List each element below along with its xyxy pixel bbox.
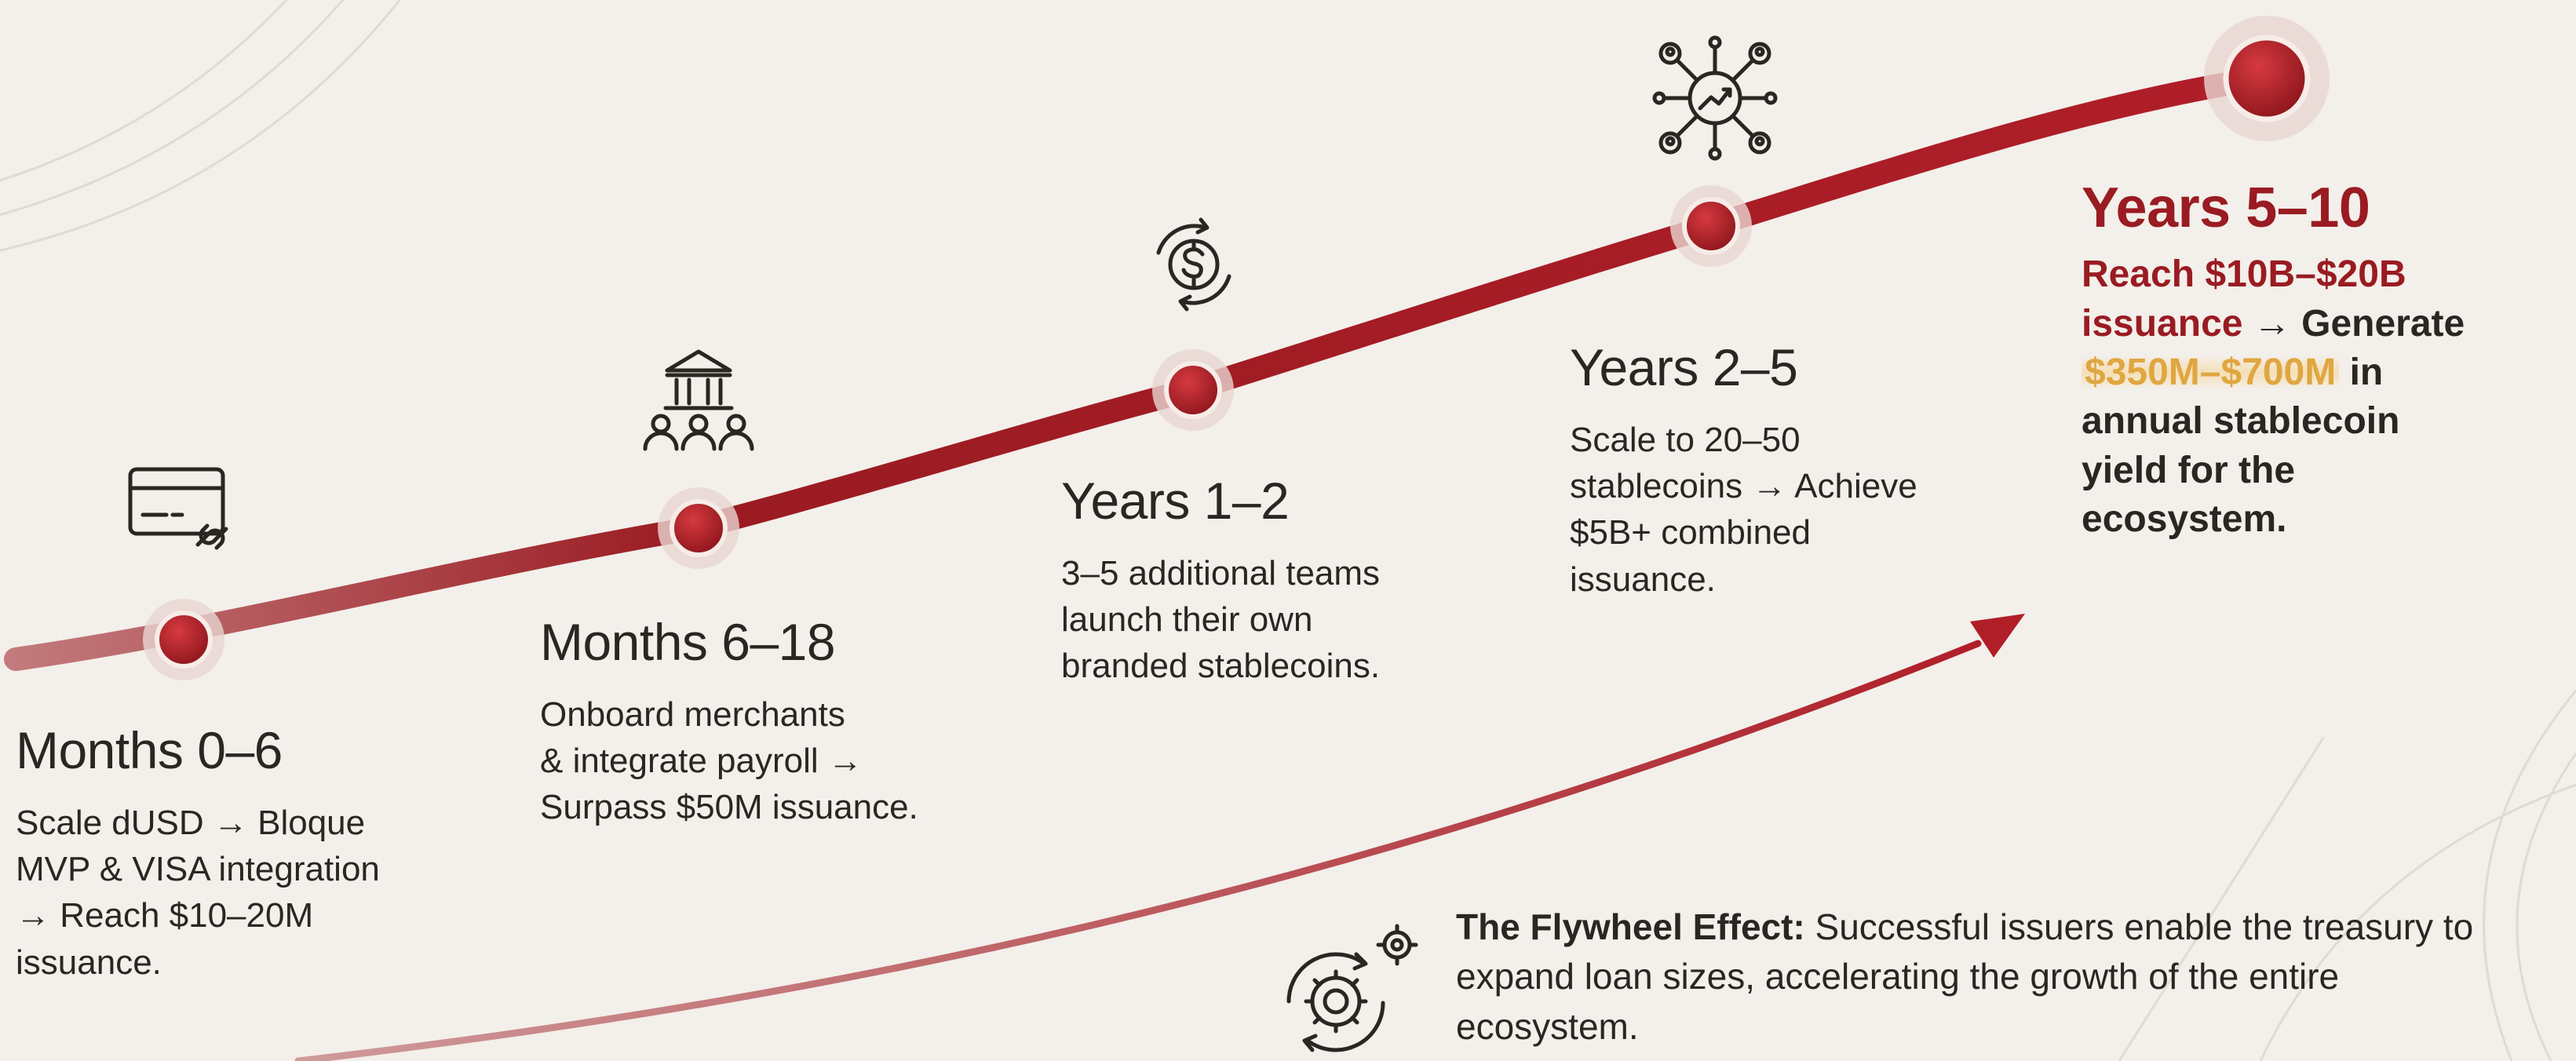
- description-line: Scale to 20–50: [1570, 420, 1801, 459]
- description-line: $350M–$700M in: [2082, 348, 2552, 397]
- milestone-dot-2: [658, 487, 739, 569]
- description-line: branded stablecoins.: [1061, 647, 1381, 686]
- stage-title: Years 1–2: [1061, 472, 1290, 530]
- milestone-dot-4: [1670, 185, 1752, 267]
- stage-months-6-18: Months 6–18 Onboard merchants & integrat…: [540, 614, 1050, 831]
- description-line: stablecoins → Achieve: [1570, 466, 1917, 505]
- flywheel-arrowhead: [1970, 614, 2025, 658]
- stage-description: 3–5 additional teams launch their own br…: [1061, 550, 1548, 690]
- stage-title: Months 6–18: [540, 613, 836, 671]
- description-line: → Reach $10–20M: [16, 896, 314, 935]
- yield-highlight: $350M–$700M: [2082, 351, 2340, 393]
- issuance-text: issuance: [2082, 302, 2243, 345]
- description-line: Reach $10B–$20B: [2082, 253, 2406, 296]
- description-line: ecosystem.: [2082, 498, 2287, 541]
- gears-cycle-icon: [1286, 924, 1418, 1052]
- description-line: issuance.: [16, 943, 162, 982]
- description-line: 3–5 additional teams: [1061, 553, 1381, 592]
- flywheel-title: The Flywheel Effect:: [1456, 906, 1805, 947]
- stage-description: Scale dUSD → Bloque MVP & VISA integrati…: [16, 800, 502, 986]
- stage-years-1-2: Years 1–2 3–5 additional teams launch th…: [1061, 472, 1548, 690]
- milestone-dot-1: [143, 599, 224, 680]
- description-line: $5B+ combined: [1570, 513, 1811, 552]
- description-line: MVP & VISA integration: [16, 849, 380, 888]
- flywheel-arrow: [294, 640, 1982, 1061]
- stage-years-5-10: Years 5–10 Reach $10B–$20B issuance → Ge…: [2082, 177, 2552, 545]
- flywheel-body: Successful issuers enable the treasury t…: [1456, 906, 2474, 1047]
- milestone-dot-5: [2204, 16, 2330, 141]
- generate-text: → Generate: [2242, 302, 2465, 345]
- description-line: issuance → Generate: [2082, 300, 2552, 348]
- in-text: in: [2339, 351, 2384, 393]
- description-line: launch their own: [1061, 600, 1313, 639]
- milestone-dot-3: [1152, 349, 1234, 431]
- description-line: & integrate payroll →: [540, 741, 863, 780]
- stage-title: Years 5–10: [2082, 177, 2370, 239]
- description-line: Surpass $50M issuance.: [540, 788, 918, 827]
- stage-description: Onboard merchants & integrate payroll → …: [540, 691, 1050, 831]
- stage-title: Months 0–6: [16, 721, 283, 779]
- credit-card-link-icon: [128, 467, 228, 550]
- network-growth-icon: [1652, 35, 1778, 161]
- bank-people-icon: [643, 349, 754, 451]
- stage-months-0-6: Months 0–6 Scale dUSD → Bloque MVP & VIS…: [16, 722, 502, 986]
- description-line: yield for the: [2082, 449, 2296, 491]
- description-line: Onboard merchants: [540, 695, 845, 734]
- flywheel-effect-note: The Flywheel Effect: Successful issuers …: [1456, 902, 2500, 1052]
- dollar-cycle-icon: [1156, 217, 1231, 312]
- description-line: annual stablecoin: [2082, 400, 2400, 443]
- stage-description: Reach $10B–$20B issuance → Generate $350…: [2082, 250, 2552, 544]
- stage-title: Years 2–5: [1570, 338, 1798, 396]
- stage-description: Scale to 20–50 stablecoins → Achieve $5B…: [1570, 417, 2056, 603]
- description-line: Scale dUSD → Bloque: [16, 803, 366, 842]
- description-line: issuance.: [1570, 560, 1716, 599]
- stage-years-2-5: Years 2–5 Scale to 20–50 stablecoins → A…: [1570, 339, 2056, 603]
